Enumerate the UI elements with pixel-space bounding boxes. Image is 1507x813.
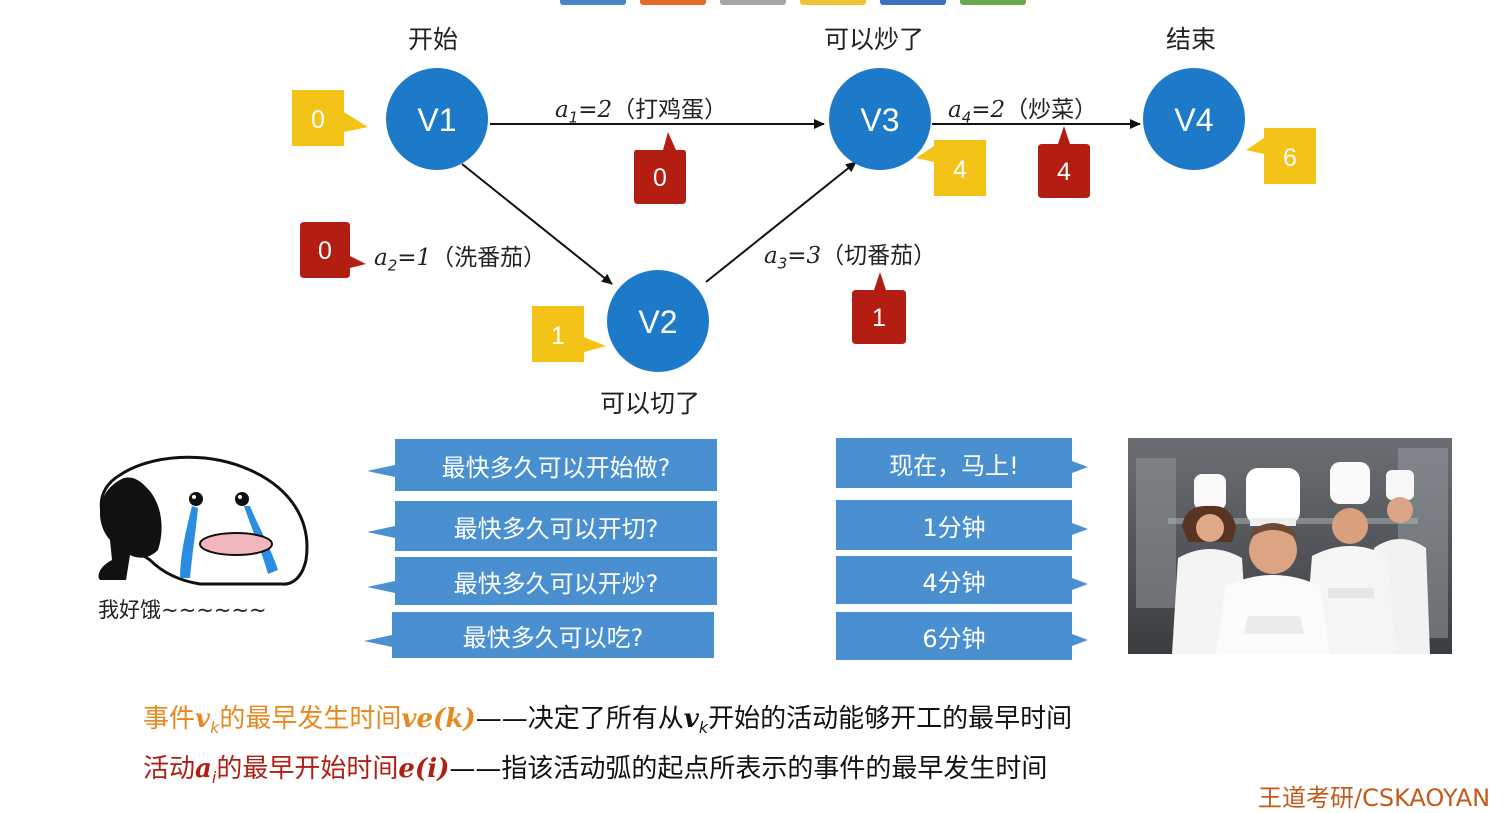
question-bubble-2: 最快多久可以开切? (395, 501, 717, 551)
node-v3-label: V3 (860, 102, 899, 138)
footer-activity-definition: 活动ai的最早开始时间e(i)——指该活动弧的起点所表示的事件的最早发生时间 (143, 754, 1048, 788)
chefs-photo (1128, 438, 1452, 654)
edge-label-a1: a1=2（打鸡蛋） (555, 97, 728, 127)
node-v4: V4 (1143, 68, 1245, 170)
top-strip-segment-2 (640, 0, 706, 5)
top-strip-segment-1 (560, 0, 626, 5)
event-tag-v4: 6 (1246, 128, 1316, 184)
node-v3: V3 (829, 68, 931, 170)
edge-label-a4: a4=2（炒菜） (948, 97, 1098, 127)
edge-v2-v3 (705, 161, 857, 283)
question-bubble-3: 最快多久可以开炒? (395, 557, 717, 605)
node-v1-label: V1 (417, 102, 456, 138)
node-v2-label: V2 (638, 304, 677, 340)
footer-event-definition: 事件vk的最早发生时间ve(k)——决定了所有从vk开始的活动能够开工的最早时间 (143, 704, 1073, 738)
answer-bubble-3: 4分钟 (836, 556, 1072, 604)
edge-label-a2: a2=1（洗番茄） (374, 245, 547, 275)
activity-tag-a1-value: 0 (653, 164, 667, 192)
question-bubble-4: 最快多久可以吃? (392, 612, 714, 658)
activity-tag-a3: 1 (852, 272, 906, 344)
answer-bubble-1: 现在，马上! (836, 438, 1072, 488)
top-color-strip (560, 0, 1026, 5)
top-strip-segment-3 (720, 0, 786, 5)
event-tag-v2-value: 1 (551, 322, 565, 350)
answer-bubble-4: 6分钟 (836, 612, 1072, 660)
node-v2: V2 (607, 270, 709, 372)
node-v1: V1 (386, 68, 488, 170)
activity-tag-a1: 0 (634, 132, 686, 204)
top-strip-segment-4 (800, 0, 866, 5)
node-v4-caption: 结束 (1166, 25, 1217, 54)
event-tag-v3-value: 4 (953, 156, 967, 184)
emoji-caption: 我好饿~~~~~~ (98, 598, 267, 622)
question-bubble-1: 最快多久可以开始做? (395, 439, 717, 491)
top-strip-segment-5 (880, 0, 946, 5)
node-v3-caption: 可以炒了 (824, 25, 925, 54)
event-tag-v1-value: 0 (311, 106, 325, 134)
edge-v1-v2 (461, 163, 613, 285)
node-v4-label: V4 (1174, 102, 1213, 138)
node-v1-caption: 开始 (408, 25, 459, 54)
activity-tag-a4-value: 4 (1057, 158, 1071, 186)
activity-tag-a3-value: 1 (872, 304, 886, 332)
top-strip-segment-6 (960, 0, 1026, 5)
node-v2-caption: 可以切了 (600, 389, 701, 418)
activity-tag-a2-value: 0 (318, 237, 332, 265)
activity-tag-a4: 4 (1038, 126, 1090, 198)
event-tag-v4-value: 6 (1283, 144, 1297, 172)
event-tag-v2: 1 (532, 306, 606, 362)
crying-face-icon (98, 455, 309, 586)
activity-tag-a2: 0 (300, 222, 366, 278)
edge-label-a3: a3=3（切番茄） (764, 243, 937, 273)
answer-bubble-2: 1分钟 (836, 500, 1072, 550)
event-tag-v3: 4 (916, 140, 986, 196)
event-tag-v1: 0 (292, 90, 368, 146)
aoe-network-diagram: V1 V2 V3 V4 0 1 4 6 0 0 (98, 68, 1316, 586)
